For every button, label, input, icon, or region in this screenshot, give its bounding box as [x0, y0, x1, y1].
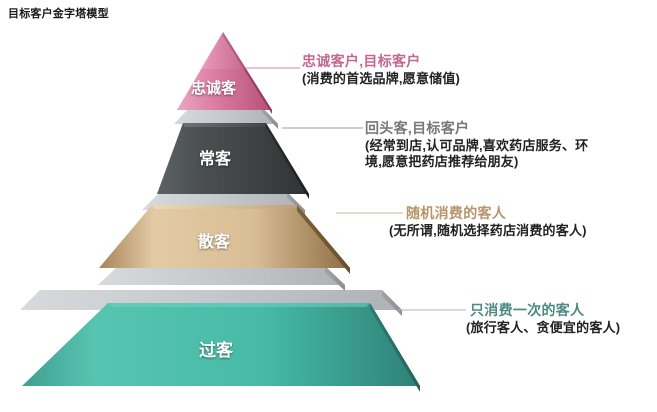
pyramid-tier-passing[interactable]: [22, 303, 420, 392]
callout-headline-casual: 随机消费的客人: [406, 205, 507, 221]
callout-detail-loyal: (消费的首选品牌,愿意储值): [302, 71, 460, 88]
callout-detail-line: (旅行客人、贪便宜的客人): [466, 319, 621, 335]
pyramid-tier-regular[interactable]: [157, 123, 309, 199]
page-title: 目标客户金字塔模型: [8, 8, 109, 20]
callout-detail-line: (经常到店,认可品牌,喜欢药店服务、环: [365, 137, 589, 153]
callout-detail-line: (消费的首选品牌,愿意储值): [302, 70, 461, 86]
callout-regular: 回头客,目标客户 (经常到店,认可品牌,喜欢药店服务、环 境,愿意把药店推荐给朋…: [365, 120, 588, 171]
callout-detail-line: 境,愿意把药店推荐给朋友): [365, 154, 519, 170]
callout-casual: 随机消费的客人 (无所谓,随机选择药店消费的客人): [389, 205, 587, 239]
callout-passing: 只消费一次的客人 (旅行客人、贪便宜的客人): [466, 302, 620, 336]
callout-detail-passing: (旅行客人、贪便宜的客人): [466, 320, 620, 337]
callout-headline-regular: 回头客,目标客户: [365, 120, 470, 136]
callout-detail-line: (无所谓,随机选择药店消费的客人): [389, 222, 587, 238]
tier-platform-loyal: [174, 107, 278, 129]
callout-headline-passing: 只消费一次的客人: [470, 302, 585, 318]
callout-headline-loyal: 忠诚客户,目标客户: [302, 53, 421, 69]
callout-loyal: 忠诚客户,目标客户 (消费的首选品牌,愿意储值): [302, 53, 460, 87]
pyramid-tier-loyal[interactable]: [177, 32, 272, 114]
callout-detail-casual: (无所谓,随机选择药店消费的客人): [389, 223, 587, 240]
callout-detail-regular: (经常到店,认可品牌,喜欢药店服务、环 境,愿意把药店推荐给朋友): [365, 138, 588, 172]
tier-platform-casual: [98, 266, 345, 291]
pyramid-tier-casual[interactable]: [99, 205, 350, 274]
